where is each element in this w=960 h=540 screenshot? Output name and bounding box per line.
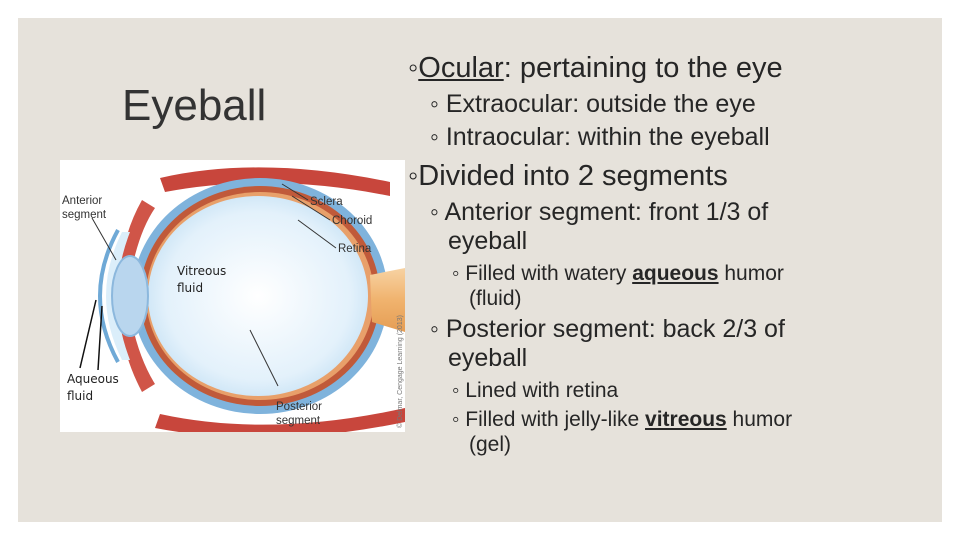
eyeball-illustration: Anterior segment Sclera Choroid Retina V… — [62, 167, 405, 432]
anterior-chamber — [106, 232, 130, 360]
anterior-text-1: Anterior segment: front 1/3 of — [444, 198, 769, 226]
label-posterior-1: Posterior — [276, 401, 322, 413]
figure-credit: © Delmar, Cengage Learning (2013) — [396, 315, 404, 428]
optic-nerve — [370, 268, 405, 332]
bullet-glyph: ◦ — [430, 198, 439, 226]
aqueous-post: humor — [718, 262, 784, 285]
bullet-glyph: ◦ — [452, 408, 460, 431]
inferior-muscle — [155, 408, 405, 432]
label-anterior-1: Anterior — [62, 195, 102, 207]
bullet-intraocular: ◦ Intraocular: within the eyeball — [430, 123, 770, 152]
label-vitreous-1: Vitreous — [177, 264, 226, 278]
intraocular-text: Intraocular: within the eyeball — [445, 123, 770, 151]
label-choroid: Choroid — [332, 215, 372, 227]
ocular-definition: : pertaining to the eye — [503, 52, 783, 84]
bullet-glyph: ◦ — [430, 315, 439, 343]
bullet-glyph: ◦ — [430, 90, 439, 118]
posterior-leader — [249, 329, 279, 387]
term-aqueous: aqueous — [632, 262, 719, 285]
posterior-text-1: Posterior segment: back 2/3 of — [445, 315, 785, 343]
label-sclera: Sclera — [310, 196, 343, 208]
vitreous-line-2: (gel) — [469, 433, 512, 456]
term-ocular: Ocular — [418, 52, 504, 84]
vitreous-body — [148, 196, 368, 396]
anterior-text-2: eyeball — [448, 227, 528, 255]
bullet-posterior: ◦ Posterior segment: back 2/3 of — [430, 315, 785, 344]
bullet-anterior: ◦ Anterior segment: front 1/3 of — [430, 198, 768, 227]
aqueous-line-2: (fluid) — [469, 287, 522, 310]
choroid-leader — [291, 195, 331, 221]
bullet-aqueous: ◦ Filled with watery aqueous humor — [452, 262, 784, 286]
bullet-lined-retina: ◦ Lined with retina — [452, 379, 618, 403]
label-anterior-2: segment — [62, 209, 107, 221]
lens — [111, 255, 149, 337]
sclera-leader — [281, 183, 309, 201]
aqueous-leader — [79, 299, 97, 369]
term-vitreous: vitreous — [645, 408, 727, 431]
aqueous-leader-2 — [97, 305, 103, 371]
eyeball-diagram: Anterior segment Sclera Choroid Retina V… — [60, 160, 405, 432]
aqueous-pre: Filled with watery — [465, 262, 633, 285]
bullet-glyph: ◦ — [408, 160, 419, 192]
bullet-ocular: ◦Ocular: pertaining to the eye — [408, 52, 783, 85]
ciliary-bottom — [120, 324, 155, 392]
label-posterior-2: segment — [276, 415, 321, 427]
bullet-divided: ◦Divided into 2 segments — [408, 160, 728, 193]
bullet-glyph: ◦ — [452, 379, 460, 402]
vitreous-post: humor — [726, 408, 793, 431]
retina-leader — [297, 219, 337, 249]
anterior-leader — [91, 217, 117, 261]
vitreous-pre: Filled with jelly-like — [465, 408, 646, 431]
lined-retina-text: Lined with retina — [465, 379, 619, 402]
cornea — [98, 229, 120, 363]
label-retina: Retina — [338, 243, 372, 255]
bullet-glyph: ◦ — [408, 52, 419, 84]
divided-text: Divided into 2 segments — [418, 160, 728, 192]
slide-title: Eyeball — [122, 81, 267, 130]
extraocular-text: Extraocular: outside the eye — [445, 90, 756, 118]
label-vitreous-2: fluid — [177, 281, 203, 295]
bullet-vitreous: ◦ Filled with jelly-like vitreous humor — [452, 408, 792, 432]
label-aqueous-1: Aqueous — [67, 372, 119, 386]
label-aqueous-2: fluid — [67, 389, 93, 403]
bullet-glyph: ◦ — [452, 262, 460, 285]
ciliary-top — [120, 200, 155, 268]
bullet-glyph: ◦ — [430, 123, 439, 151]
posterior-text-2: eyeball — [448, 344, 528, 372]
bullet-extraocular: ◦ Extraocular: outside the eye — [430, 90, 756, 119]
